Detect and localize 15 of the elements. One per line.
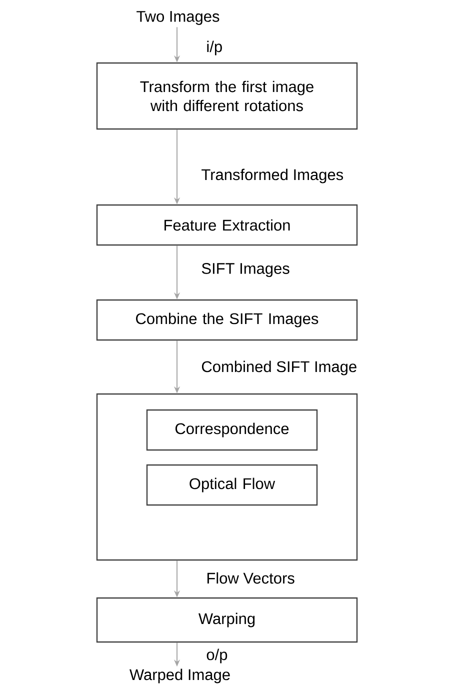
edge-label: Transformed Images [200, 168, 345, 184]
edge-label: Combined SIFT Image [200, 360, 358, 376]
caption-text: Warped Image [130, 668, 230, 684]
edge-label: i/p [205, 40, 224, 56]
edge-label: o/p [205, 648, 229, 664]
caption-text: Two Images [136, 11, 220, 25]
inner-step-box: Optical Flow [146, 464, 318, 506]
edge-label: SIFT Images [200, 262, 291, 278]
process-box: Feature Extraction [96, 204, 358, 246]
process-box: Combine the SIFT Images [96, 299, 358, 341]
group-box [96, 393, 358, 561]
inner-step-box: Correspondence [146, 409, 318, 451]
process-box: Warping [96, 597, 358, 643]
edge-label: Flow Vectors [205, 571, 296, 585]
process-box: Transform the first image with different rotations [96, 62, 358, 130]
